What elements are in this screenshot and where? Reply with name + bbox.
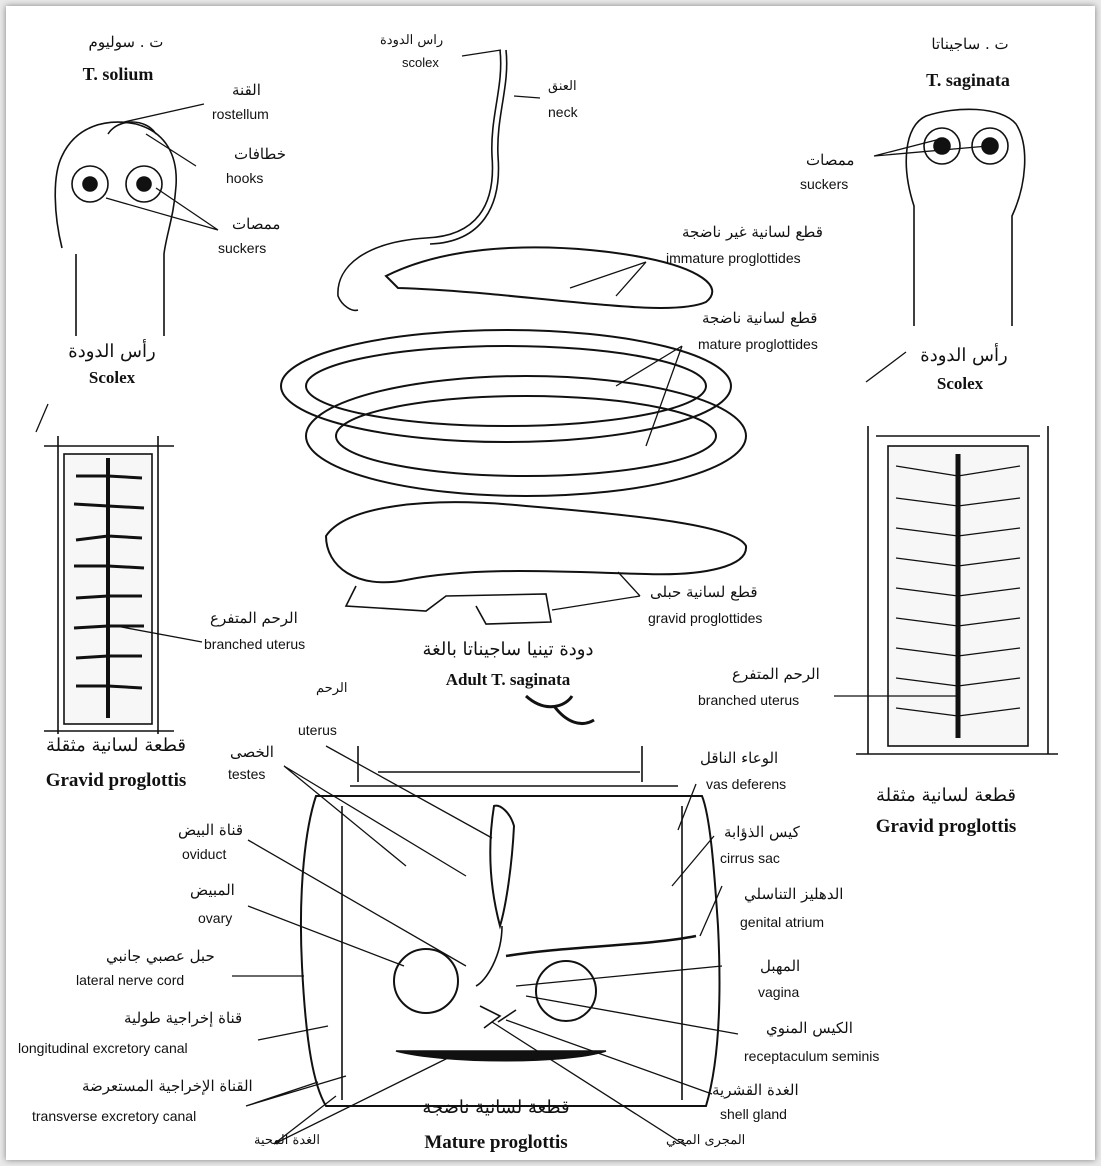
nerve-label-en: lateral nerve cord bbox=[76, 972, 184, 988]
mature-label-en: mature proglottides bbox=[698, 336, 818, 352]
gravid-proglottides-label-ar: قطع لسانية حبلى bbox=[650, 584, 758, 601]
atrium-label-en: genital atrium bbox=[740, 914, 824, 930]
solium-scolex-drawing bbox=[55, 122, 176, 336]
mature-caption-en: Mature proglottis bbox=[424, 1132, 567, 1154]
vagina-label-ar: المهبل bbox=[760, 958, 800, 975]
oviduct-label-ar: قناة البيض bbox=[178, 822, 243, 839]
solium-suckers-label-ar: ممصات bbox=[232, 216, 280, 233]
solium-uterus-label-en: branched uterus bbox=[204, 636, 305, 652]
cirrus-sac-label-ar: كيس الذؤابة bbox=[724, 824, 800, 841]
saginata-gravid-drawing bbox=[856, 426, 1058, 754]
neck-label-en: neck bbox=[548, 104, 578, 120]
solium-suckers-label-en: suckers bbox=[218, 240, 266, 256]
adult-scolex-label-ar: راس الدودة bbox=[380, 34, 443, 49]
gravid-proglottides-label-en: gravid proglottides bbox=[648, 610, 762, 626]
testes-label-en: testes bbox=[228, 766, 265, 782]
saginata-scolex-label-ar: رأس الدودة bbox=[920, 346, 1007, 367]
neck-label-ar: العنق bbox=[548, 80, 577, 95]
solium-title-en: T. solium bbox=[83, 64, 154, 85]
saginata-suckers-label-ar: ممصات bbox=[806, 152, 854, 169]
testes-label-ar: الخصى bbox=[230, 744, 274, 761]
ovary-label-ar: المبيض bbox=[190, 882, 235, 899]
receptaculum-label-ar: الكيس المنوي bbox=[766, 1020, 853, 1037]
yolk-gland-label-ar: الغدة المحية bbox=[254, 1134, 320, 1149]
immature-label-en: immature proglottides bbox=[666, 250, 801, 266]
trans-canal-label-en: transverse excretory canal bbox=[32, 1108, 196, 1124]
oviduct-label-en: oviduct bbox=[182, 846, 226, 862]
shell-gland-label-en: shell gland bbox=[720, 1106, 787, 1122]
immature-label-ar: قطع لسانية غير ناضجة bbox=[682, 224, 823, 241]
saginata-suckers-label-en: suckers bbox=[800, 176, 848, 192]
adult-caption-ar: دودة تينيا ساجيناتا بالغة bbox=[423, 640, 594, 661]
saginata-gravid-label-en: Gravid proglottis bbox=[876, 816, 1017, 838]
vitelline-duct-label-ar: المجرى المحي bbox=[666, 1134, 745, 1149]
ovary-label-en: ovary bbox=[198, 910, 232, 926]
solium-gravid-drawing bbox=[44, 436, 174, 734]
saginata-uterus-label-en: branched uterus bbox=[698, 692, 799, 708]
long-canal-label-en: longitudinal excretory canal bbox=[18, 1040, 188, 1056]
solium-title-ar: ت . سوليوم bbox=[89, 34, 164, 51]
nerve-label-ar: حبل عصبي جانبي bbox=[106, 948, 215, 965]
diagram-frame: ت . سوليوم T. solium القنة rostellum خطا… bbox=[6, 6, 1095, 1160]
saginata-scolex-drawing bbox=[906, 109, 1024, 326]
vas-deferens-label-ar: الوعاء الناقل bbox=[700, 750, 778, 767]
hooks-label-en: hooks bbox=[226, 170, 263, 186]
shell-gland-label-ar: الغدة القشرية bbox=[712, 1082, 799, 1099]
atrium-label-ar: الدهليز التناسلي bbox=[744, 886, 843, 903]
mature-caption-ar: قطعة لسانية ناضجة bbox=[422, 1098, 569, 1119]
rostellum-label-en: rostellum bbox=[212, 106, 269, 122]
solium-gravid-label-en: Gravid proglottis bbox=[46, 770, 187, 792]
rostellum-label-ar: القنة bbox=[232, 82, 261, 99]
cirrus-sac-label-en: cirrus sac bbox=[720, 850, 780, 866]
adult-caption-en: Adult T. saginata bbox=[446, 670, 571, 690]
uterus-label-ar: الرحم bbox=[316, 682, 347, 697]
vagina-label-en: vagina bbox=[758, 984, 799, 1000]
solium-scolex-label-ar: رأس الدودة bbox=[68, 342, 155, 363]
mature-proglottis-drawing bbox=[301, 746, 720, 1106]
saginata-scolex-label-en: Scolex bbox=[937, 374, 983, 394]
saginata-uterus-label-ar: الرحم المتفرع bbox=[732, 666, 820, 683]
receptaculum-label-en: receptaculum seminis bbox=[744, 1048, 879, 1064]
solium-gravid-label-ar: قطعة لسانية مثقلة bbox=[46, 736, 186, 757]
long-canal-label-ar: قناة إخراجية طولية bbox=[124, 1010, 242, 1027]
saginata-title-en: T. saginata bbox=[926, 70, 1010, 91]
saginata-title-ar: ت . ساجيناتا bbox=[931, 36, 1008, 53]
solium-scolex-label-en: Scolex bbox=[89, 368, 135, 388]
adult-scolex-label-en: scolex bbox=[402, 56, 439, 71]
hooks-label-ar: خطافات bbox=[234, 146, 286, 163]
vas-deferens-label-en: vas deferens bbox=[706, 776, 786, 792]
saginata-gravid-label-ar: قطعة لسانية مثقلة bbox=[876, 786, 1016, 807]
uterus-label-en: uterus bbox=[298, 722, 337, 738]
mature-label-ar: قطع لسانية ناضجة bbox=[702, 310, 817, 327]
solium-uterus-label-ar: الرحم المتفرع bbox=[210, 610, 298, 627]
trans-canal-label-ar: القناة الإخراجية المستعرضة bbox=[82, 1078, 253, 1095]
